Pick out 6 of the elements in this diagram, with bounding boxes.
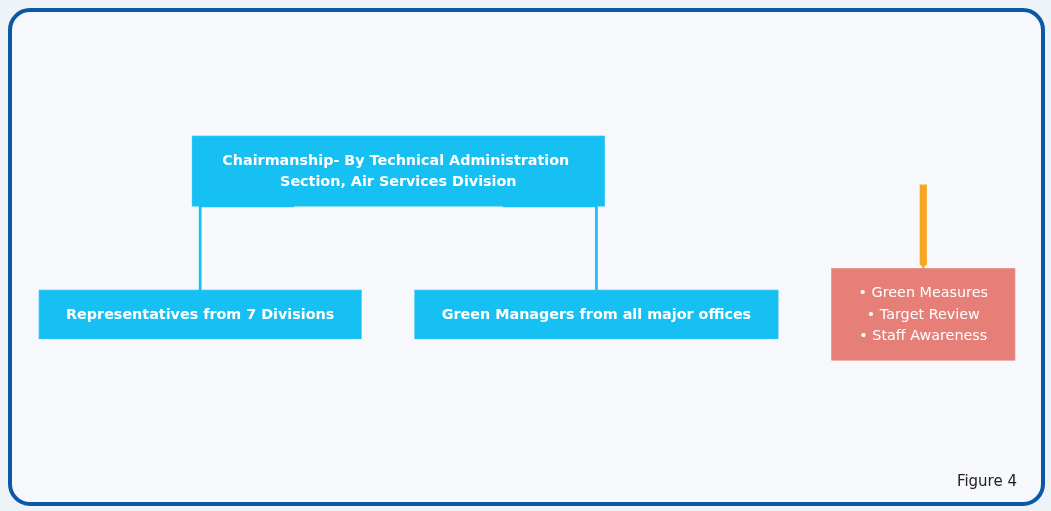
- node-box: [191, 135, 605, 207]
- node-box: [38, 289, 362, 339]
- node-box: [414, 289, 779, 339]
- caption: Figure 4: [956, 472, 1017, 490]
- node-box: [831, 268, 1016, 361]
- panel-background: Chairmanship- By Technical Administration Section, Air Services Division Representatives from 7 Divisions Green Managers from all major offices • Green Measures • Target Review • Staff Awareness Figure 4: [8, 8, 1045, 506]
